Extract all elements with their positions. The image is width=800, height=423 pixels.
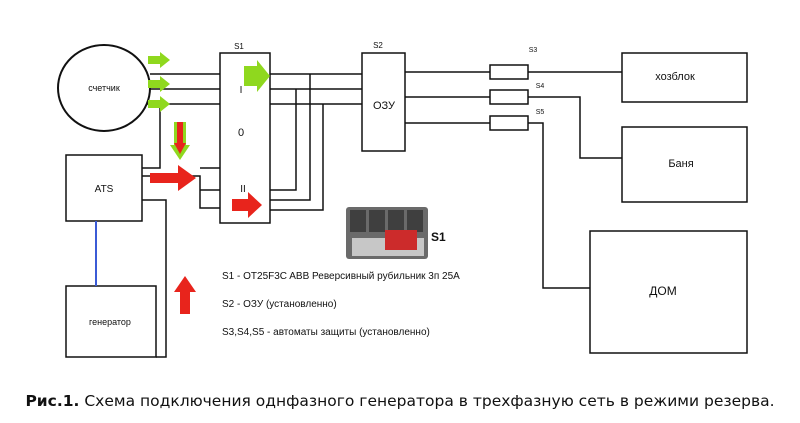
breaker-s4-label: S4 bbox=[536, 83, 545, 90]
green-arrows bbox=[148, 52, 270, 112]
load-house: ДОМ bbox=[589, 230, 748, 354]
green-arrow-icon bbox=[148, 76, 170, 92]
ozu-to-breakers-wires bbox=[405, 71, 490, 124]
legend-s345: S3,S4,S5 - автоматы защиты (установленно… bbox=[222, 327, 430, 338]
ats-down-arrow-icon bbox=[170, 122, 190, 160]
red-arrow-icon bbox=[232, 192, 262, 218]
switch-s1-label: S1 bbox=[234, 42, 244, 51]
generator-box: генератор bbox=[65, 285, 157, 358]
ats-box: ATS bbox=[65, 154, 143, 222]
caption-text: Схема подключения однфазного генератора … bbox=[79, 392, 775, 410]
ozu-box: S2 ОЗУ bbox=[361, 41, 406, 152]
breaker-s5-label: S5 bbox=[536, 109, 545, 116]
switch-photo: S1 bbox=[346, 207, 446, 259]
ats-label: ATS bbox=[95, 184, 114, 195]
caption-prefix: Рис.1. bbox=[25, 392, 80, 410]
legend-s1: S1 - OT25F3C ABB Реверсивный рубильник 3… bbox=[222, 270, 460, 282]
red-arrow-icon bbox=[150, 165, 196, 191]
position-one-label: I bbox=[240, 85, 243, 96]
position-two-label: II bbox=[240, 184, 246, 195]
meter: счетчик bbox=[57, 44, 151, 132]
green-arrow-large-icon bbox=[244, 60, 270, 92]
generator-label: генератор bbox=[89, 317, 131, 327]
breakers-to-loads-wires bbox=[528, 71, 622, 289]
photo-s1-tag: S1 bbox=[431, 230, 446, 244]
red-arrow-up-icon bbox=[174, 276, 196, 314]
legend: S1 - OT25F3C ABB Реверсивный рубильник 3… bbox=[222, 270, 460, 338]
load-house-label: ДОМ bbox=[649, 284, 676, 298]
load-bath-label: Баня bbox=[668, 158, 693, 170]
meter-label: счетчик bbox=[88, 83, 120, 93]
s1-to-ozu-wires bbox=[270, 73, 362, 211]
load-bath: Баня bbox=[621, 126, 748, 203]
load-shed-label: хозблок bbox=[655, 71, 695, 83]
legend-s2: S2 - ОЗУ (установленно) bbox=[222, 299, 337, 310]
green-arrow-icon bbox=[148, 96, 170, 112]
switch-s2-label: S2 bbox=[373, 41, 383, 50]
red-arrows bbox=[150, 165, 262, 314]
breaker-s3-label: S3 bbox=[529, 47, 538, 54]
figure-caption: Рис.1. Схема подключения однфазного гене… bbox=[0, 392, 800, 410]
ozu-label: ОЗУ bbox=[373, 100, 396, 112]
load-shed: хозблок bbox=[621, 52, 748, 103]
position-zero-label: 0 bbox=[238, 127, 244, 139]
breakers: S3 S4 S5 bbox=[489, 47, 545, 131]
green-arrow-icon bbox=[148, 52, 170, 68]
